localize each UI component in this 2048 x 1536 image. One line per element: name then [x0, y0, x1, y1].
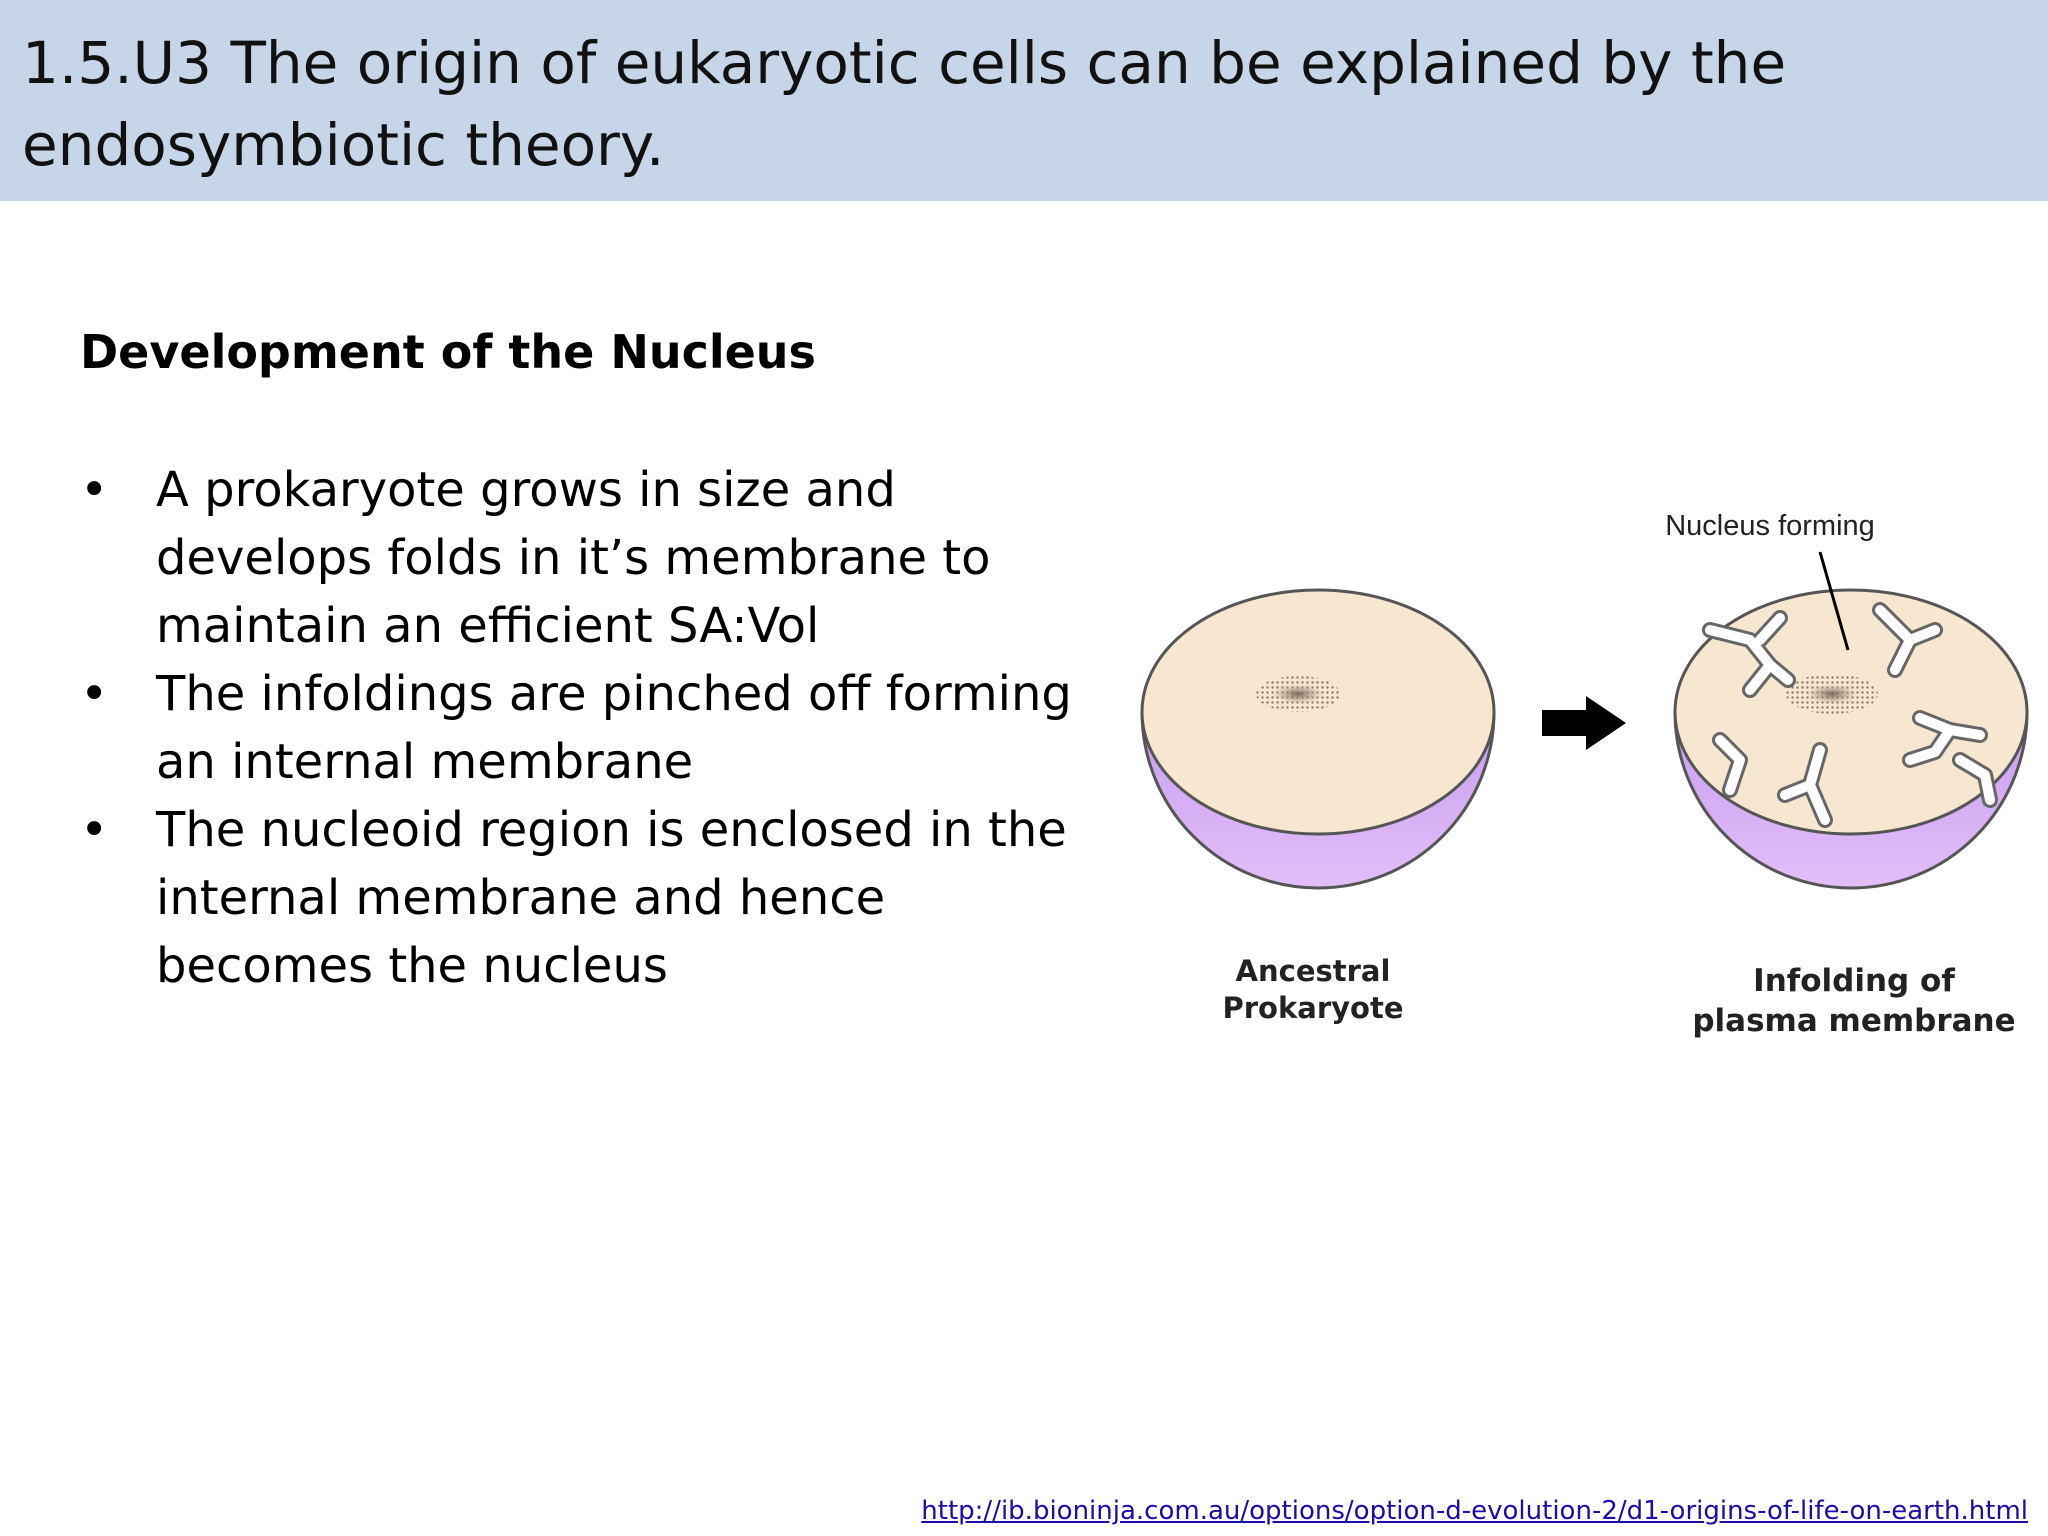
bullet-text: The infoldings are pinched off forming a…	[156, 666, 1072, 790]
infolding-label-line2: plasma membrane	[1692, 1003, 2015, 1039]
nucleus-forming-label: Nucleus forming	[1665, 510, 1875, 542]
section-heading: Development of the Nucleus	[80, 325, 816, 379]
membrane-infoldings	[1702, 602, 1998, 828]
bullet-dot: •	[80, 462, 109, 518]
bullet-text: The nucleoid region is enclosed in the i…	[156, 802, 1067, 994]
ancestral-prokaryote-cell	[1140, 588, 1496, 890]
nucleoid-core	[1272, 684, 1324, 704]
infolding-cell	[1673, 551, 2029, 890]
bullet-item: • A prokaryote grows in size and develop…	[80, 456, 1080, 660]
callout-line	[1818, 551, 1850, 651]
bullet-list: • A prokaryote grows in size and develop…	[80, 456, 1080, 1000]
bullet-dot: •	[80, 802, 109, 858]
ancestral-prokaryote-label-line2: Prokaryote	[1223, 991, 1404, 1025]
cytoplasm-surface	[1140, 588, 1496, 836]
bullet-dot: •	[80, 666, 109, 722]
bullet-text: A prokaryote grows in size and develops …	[156, 462, 991, 654]
ancestral-prokaryote-label-line1: Ancestral	[1236, 954, 1391, 988]
bullet-item: • The nucleoid region is enclosed in the…	[80, 796, 1080, 1000]
bullet-item: • The infoldings are pinched off forming…	[80, 660, 1080, 796]
title-bar: 1.5.U3 The origin of eukaryotic cells ca…	[0, 0, 2048, 201]
nucleus-development-diagram: Nucleus forming Ancestral Prokaryote Inf…	[1140, 510, 2029, 1039]
nucleoid-core	[1806, 684, 1858, 704]
arrow-icon	[1542, 696, 1626, 750]
slide-title: 1.5.U3 The origin of eukaryotic cells ca…	[22, 29, 1787, 179]
infolding-label-line1: Infolding of	[1753, 963, 1955, 999]
source-link[interactable]: http://ib.bioninja.com.au/options/option…	[921, 1496, 2028, 1526]
